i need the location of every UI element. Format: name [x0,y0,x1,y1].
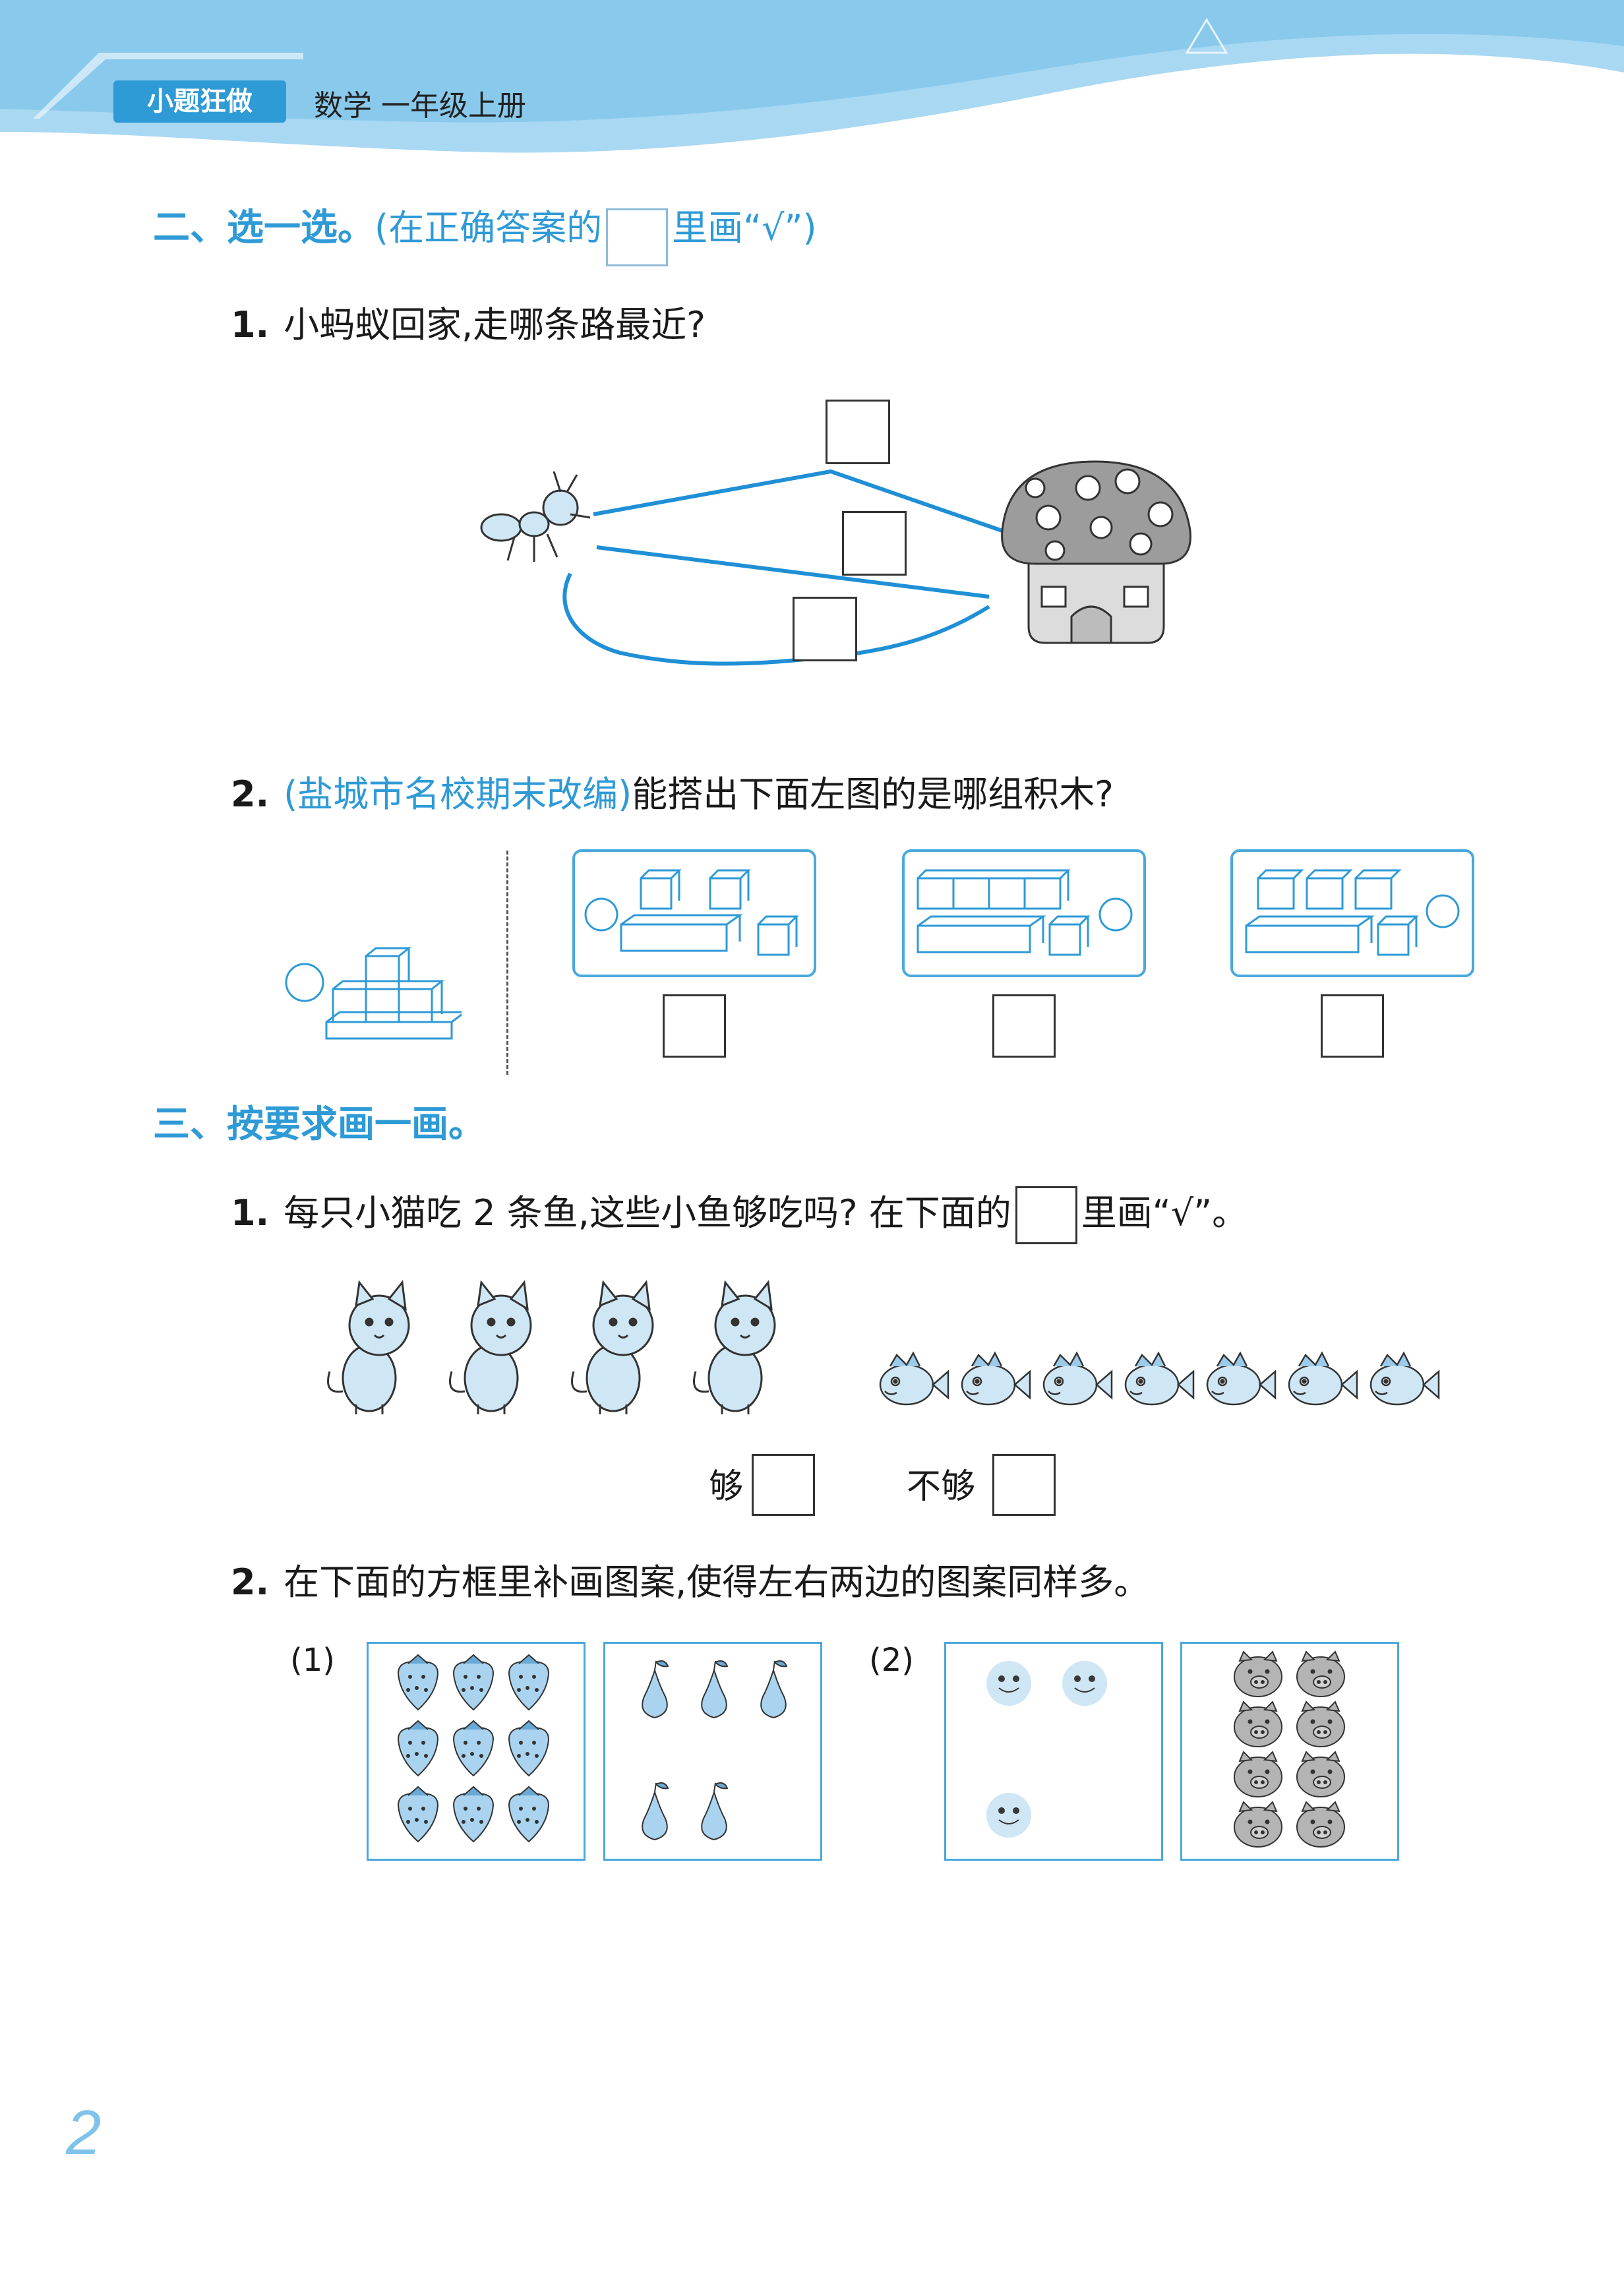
inline-answer-box [1015,1186,1077,1245]
pear-icon [642,1782,669,1841]
option-enough-label: 够 [709,1467,744,1507]
s3-question-2: 2. 在下面的方框里补画图案,使得左右两边的图案同样多。 [231,1553,1149,1605]
header-title: 数学 一年级上册 [314,89,526,123]
block-set-icon [1245,869,1460,956]
strawberry-icon [397,1720,439,1777]
strawberry-frame [367,1642,586,1861]
fish-row [879,1351,1440,1406]
block-set-icon [917,869,1133,956]
s2-question-1: 1. 小蚂蚁回家,走哪条路最近? [231,295,706,347]
strawberry-icon [452,1786,495,1843]
pear-frame[interactable] [603,1642,822,1861]
pig-icon [1296,1701,1345,1747]
face-icon [1062,1661,1107,1706]
cat-icon [571,1280,654,1414]
section3-title: 三、按要求画一画。 [153,1103,485,1146]
strawberry-icon [397,1654,439,1711]
ant-path-illustration [480,460,1191,666]
cat-icon [693,1280,776,1414]
answer-box-option-c[interactable] [1321,994,1384,1058]
fish-icon [1288,1351,1358,1406]
pig-icon [1234,1701,1282,1747]
strawberry-icon [397,1786,439,1843]
strawberry-icon [452,1654,495,1711]
face-grid [986,1661,1107,1838]
block-set-icon [584,869,799,956]
option-not-enough-label: 不够 [907,1467,976,1507]
question-text: 能搭出下面左图的是哪组积木? [632,773,1114,815]
page-number: 2 [66,2097,102,2168]
pear-icon [642,1660,669,1719]
fish-icon [879,1351,949,1406]
pear-icon [760,1660,788,1719]
strawberry-grid [397,1654,550,1843]
strawberry-icon [508,1654,550,1711]
cat-icon [327,1280,410,1414]
answer-box-option-a[interactable] [663,994,726,1058]
part1-label: (1) [290,1642,335,1679]
section2-title: 二、选一选。 [153,206,375,249]
question-number: 2. [231,1561,270,1603]
answer-box-middle-path[interactable] [842,511,907,576]
block-structure-target [285,947,462,1040]
pig-grid [1234,1650,1345,1848]
section2-note-post: 里画“√”) [672,207,817,249]
answer-box-bottom-path[interactable] [793,597,857,661]
inline-answer-box [606,208,669,266]
mushroom-house-icon [1001,460,1191,644]
question-text: 在下面的方框里补画图案,使得左右两边的图案同样多。 [284,1561,1150,1603]
fish-icon [1206,1351,1277,1406]
question-number: 1. [231,304,270,346]
s3-question-1: 1. 每只小猫吃 2 条鱼,这些小鱼够吃吗? 在下面的 里画“√”。 [231,1184,1248,1245]
pig-icon [1234,1650,1282,1697]
divider-dashed [506,851,508,1075]
pear-icon [701,1782,729,1841]
block-option-b[interactable] [902,849,1146,977]
pear-grid [642,1660,788,1841]
pear-icon [701,1660,729,1719]
pig-icon [1296,1650,1345,1697]
question-text-post: 里画“√”。 [1081,1192,1248,1234]
pig-frame [1180,1642,1399,1861]
strawberry-icon [452,1720,495,1777]
ant-icon [480,471,591,562]
question-text: 小蚂蚁回家,走哪条路最近? [284,304,706,346]
cat-icon [449,1280,532,1414]
series-tag: 小题狂做 [113,80,286,123]
block-option-a[interactable] [572,849,816,977]
pig-icon [1234,1801,1282,1848]
answer-box-enough[interactable] [752,1454,815,1516]
strawberry-icon [508,1720,550,1777]
pig-icon [1296,1801,1345,1848]
part2-label: (2) [869,1642,914,1679]
fish-icon [1369,1351,1440,1406]
cats-row [327,1280,776,1414]
s2-question-2: 2. (盐城市名校期末改编)能搭出下面左图的是哪组积木? [231,765,1114,817]
section2-note-pre: (在正确答案的 [375,207,603,249]
answer-box-top-path[interactable] [826,400,890,464]
block-option-c[interactable] [1230,849,1474,977]
fish-icon [1124,1351,1195,1406]
face-icon [986,1793,1031,1838]
face-icon [986,1661,1031,1706]
pig-icon [1234,1751,1282,1797]
question-number: 2. [231,773,270,815]
pig-icon [1296,1751,1345,1797]
header-banner [0,0,1624,153]
strawberry-icon [508,1786,550,1843]
question-text-pre: 每只小猫吃 2 条鱼,这些小鱼够吃吗? 在下面的 [284,1192,1011,1234]
question-number: 1. [231,1192,270,1234]
question-source: (盐城市名校期末改编) [284,773,632,815]
answer-box-option-b[interactable] [992,994,1056,1058]
section2-heading: 二、选一选。(在正确答案的 里画“√”) [153,198,817,266]
answer-box-not-enough[interactable] [992,1454,1056,1516]
fish-icon [961,1351,1031,1406]
fish-icon [1042,1351,1113,1406]
face-frame[interactable] [944,1642,1163,1861]
